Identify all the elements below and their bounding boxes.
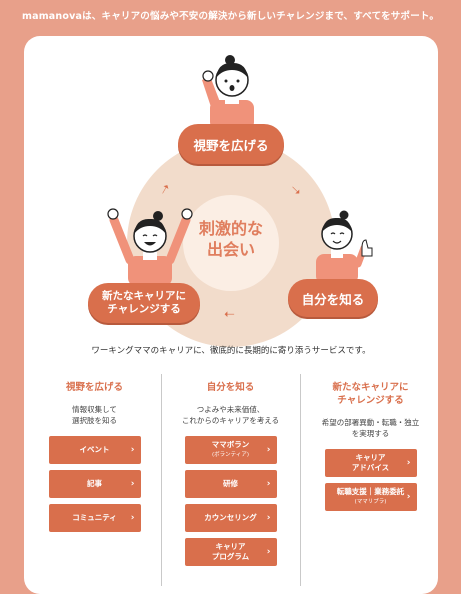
chevron-right-icon: › — [130, 445, 135, 455]
person-thumbs-up-illustration — [316, 210, 373, 284]
column-desc-line: 希望の部署異動・転職・独立 — [321, 418, 420, 427]
step-know-yourself-label: 自分を知る — [301, 291, 365, 307]
training-button[interactable]: 研修 › — [184, 470, 277, 498]
step-new-challenge-line2: チャレンジする — [107, 303, 181, 315]
arrow-left-icon: ➝ — [224, 306, 235, 321]
chevron-right-icon: › — [266, 479, 271, 489]
button-label: カウンセリング — [204, 513, 257, 522]
community-button[interactable]: コミュニティ › — [48, 504, 141, 532]
chevron-right-icon: › — [266, 547, 271, 557]
column-know-yourself: 自分を知る つよみや未来価値、 これからのキャリアを考える ママボラン (ボラン… — [168, 381, 293, 572]
button-label: ママボラン — [211, 440, 250, 449]
column-desc-line: つよみや未来価値、 — [196, 405, 265, 414]
event-button[interactable]: イベント › — [48, 436, 141, 464]
button-label: アドバイス — [351, 463, 390, 472]
articles-button[interactable]: 記事 › — [48, 470, 141, 498]
button-sublabel: (ママリプラ) — [354, 499, 387, 505]
tagline: ワーキングママのキャリアに、徹底的に長期的に寄り添うサービスです。 — [91, 346, 371, 356]
career-cycle-diagram: 刺激的な 出会い — [24, 36, 438, 347]
header-banner: mamanovaは、キャリアの悩みや不安の解決から新しいチャレンジまで、すべてを… — [22, 11, 440, 22]
mamabolan-button[interactable]: ママボラン (ボランティア) › — [184, 436, 277, 464]
step-new-challenge-line1: 新たなキャリアに — [102, 290, 186, 302]
column-title-line: 視野を広げる — [65, 382, 123, 393]
job-change-support-button[interactable]: 転職支援｜業務委託 (ママリプラ) › — [324, 483, 417, 511]
column-description: 情報収集して 選択肢を知る — [32, 404, 157, 426]
center-label-line2: 出会い — [206, 240, 255, 259]
button-label: キャリア — [355, 453, 386, 462]
column-title: 視野を広げる — [32, 381, 157, 394]
button-label: 研修 — [223, 479, 238, 488]
career-program-button[interactable]: キャリア プログラム › — [184, 538, 277, 566]
column-broaden-view: 視野を広げる 情報収集して 選択肢を知る イベント › 記事 › コミュニティ … — [32, 381, 157, 538]
column-title-line: チャレンジする — [337, 395, 404, 406]
person-cheering-illustration — [107, 208, 193, 286]
button-label: イベント — [79, 445, 110, 454]
service-card: 刺激的な 出会い — [24, 36, 438, 594]
step-broaden-view: 視野を広げる — [178, 124, 284, 164]
button-label: コミュニティ — [72, 513, 117, 522]
chevron-right-icon: › — [406, 492, 411, 502]
column-desc-line: 選択肢を知る — [72, 416, 117, 425]
column-title: 自分を知る — [168, 381, 293, 394]
chevron-right-icon: › — [406, 458, 411, 468]
person-thinking-illustration — [202, 55, 254, 130]
column-desc-line: 情報収集して — [72, 405, 117, 414]
button-label: プログラム — [211, 552, 250, 561]
counseling-button[interactable]: カウンセリング › — [184, 504, 277, 532]
cycle-center — [183, 195, 279, 291]
column-desc-line: を実現する — [351, 429, 390, 438]
column-title-line: 自分を知る — [206, 382, 255, 393]
center-label: 刺激的な 出会い — [183, 218, 279, 260]
column-new-challenge: 新たなキャリアに チャレンジする 希望の部署異動・転職・独立 を実現する キャリ… — [308, 381, 433, 517]
column-desc-line: これからのキャリアを考える — [181, 416, 280, 425]
chevron-right-icon: › — [266, 445, 271, 455]
column-description: 希望の部署異動・転職・独立 を実現する — [308, 417, 433, 439]
chevron-right-icon: › — [130, 513, 135, 523]
column-title-line: 新たなキャリアに — [332, 382, 409, 393]
column-title: 新たなキャリアに チャレンジする — [308, 381, 433, 407]
step-know-yourself: 自分を知る — [288, 279, 378, 317]
chevron-right-icon: › — [130, 479, 135, 489]
career-advice-button[interactable]: キャリア アドバイス › — [324, 449, 417, 477]
button-label: キャリア — [215, 542, 246, 551]
chevron-right-icon: › — [266, 513, 271, 523]
center-label-line1: 刺激的な — [198, 219, 263, 238]
column-divider — [161, 374, 162, 586]
step-broaden-view-label: 視野を広げる — [193, 137, 269, 153]
button-label: 記事 — [87, 479, 102, 488]
button-sublabel: (ボランティア) — [212, 452, 249, 458]
column-description: つよみや未来価値、 これからのキャリアを考える — [168, 404, 293, 426]
button-label: 転職支援｜業務委託 — [336, 487, 405, 496]
step-new-challenge: 新たなキャリアに チャレンジする — [88, 283, 200, 323]
column-divider — [300, 374, 301, 586]
